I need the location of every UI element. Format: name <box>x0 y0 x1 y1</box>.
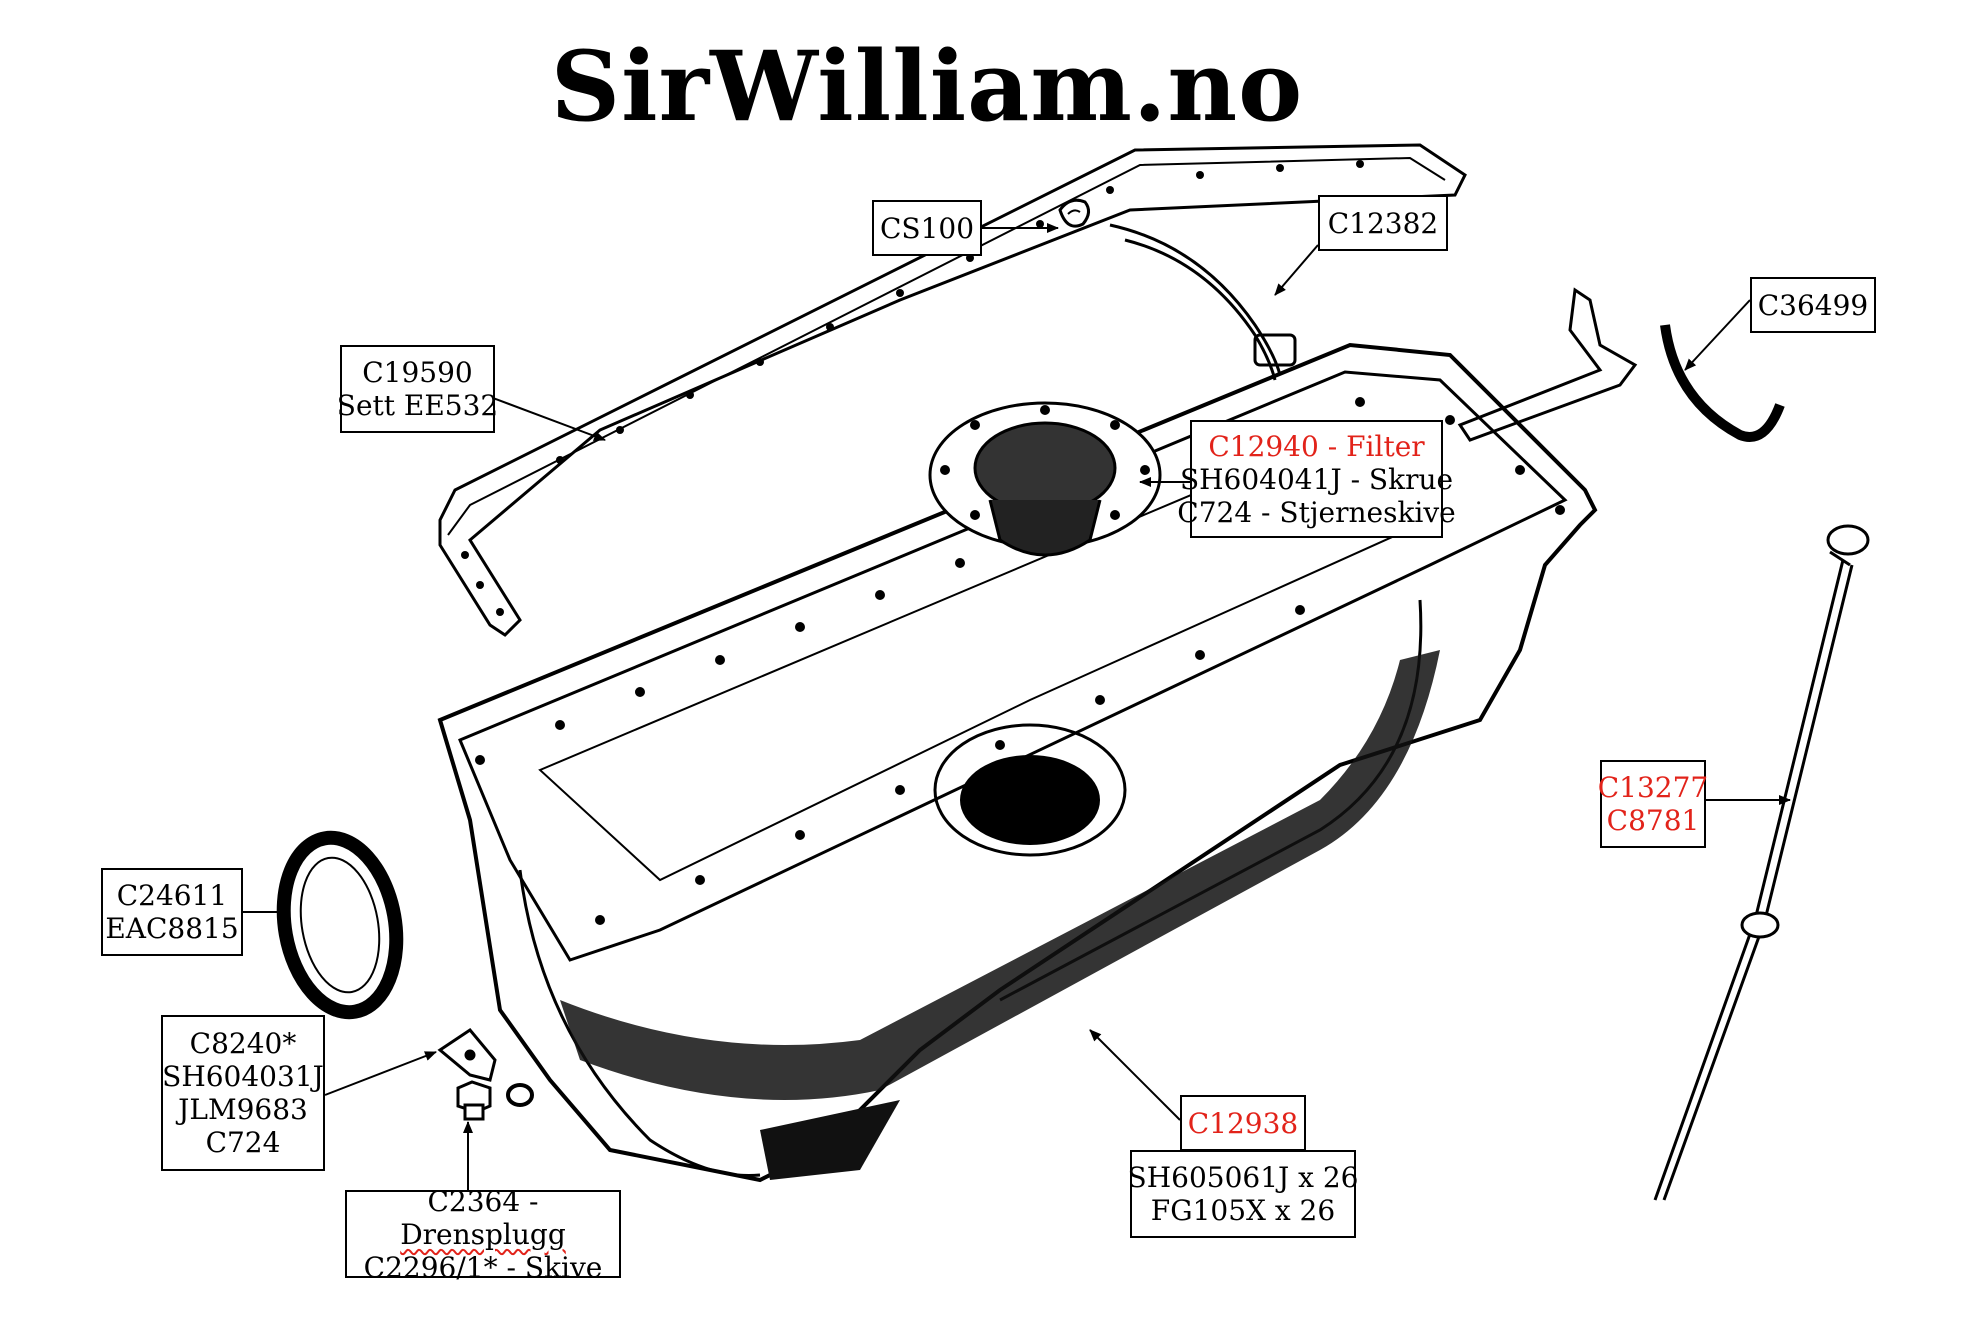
label-seal-line1: C24611 <box>116 879 228 912</box>
drain-plug <box>456 1080 492 1121</box>
label-filter-line1: C12940 - Filter <box>1208 429 1425 463</box>
label-filter-line2: SH604041J - Skrue <box>1179 462 1454 496</box>
label-c19590-line2: Sett EE532 <box>336 389 499 422</box>
label-filter-line3: C724 - Stjerneskive <box>1177 495 1456 529</box>
label-bolts-line1: SH605061J x 26 <box>1127 1161 1359 1194</box>
label-bracket-line2: SH604031J <box>162 1060 324 1093</box>
label-drain-word: Drensplugg <box>400 1217 566 1251</box>
front-seal <box>276 830 404 1020</box>
label-drain-line2: C2296/1* - Skive <box>363 1250 603 1284</box>
label-dipstick-line1: C13277 <box>1597 771 1709 804</box>
label-drain-part: C2364 - <box>427 1184 539 1218</box>
label-bracket: C8240* SH604031J JLM9683 C724 <box>161 1015 325 1171</box>
label-c19590: C19590 Sett EE532 <box>336 345 499 433</box>
label-bolts: SH605061J x 26 FG105X x 26 <box>1127 1150 1359 1238</box>
site-title: SirWilliam.no <box>550 30 1304 143</box>
label-filter: C12940 - Filter SH604041J - Skrue C724 -… <box>1177 420 1456 538</box>
oil-strainer <box>928 401 1162 557</box>
sump-body <box>437 342 1598 1183</box>
label-bolts-line2: FG105X x 26 <box>1150 1194 1336 1227</box>
label-cs100-text: CS100 <box>879 211 975 245</box>
label-c36499: C36499 <box>1750 277 1876 333</box>
label-seal: C24611 EAC8815 <box>101 868 243 956</box>
label-bracket-line3: JLM9683 <box>178 1093 308 1126</box>
label-c12382: C12382 <box>1318 195 1448 251</box>
label-sump-text: C12938 <box>1187 1106 1299 1140</box>
sump-gasket <box>438 143 1638 637</box>
label-c19590-line1: C19590 <box>362 356 473 389</box>
leader-lines <box>243 223 1791 1190</box>
breather-pipe <box>1109 223 1297 381</box>
drain-washer <box>506 1083 534 1107</box>
label-c12382-text: C12382 <box>1327 206 1439 240</box>
label-seal-line2: EAC8815 <box>105 912 239 945</box>
label-dipstick: C13277 C8781 <box>1597 760 1709 848</box>
label-drain: C2364 - Drensplugg C2296/1* - Skive <box>345 1185 621 1284</box>
bracket <box>437 1028 497 1082</box>
label-cs100: CS100 <box>872 200 982 256</box>
dipstick <box>1653 524 1870 1201</box>
label-drain-line1: C2364 - Drensplugg <box>400 1185 566 1251</box>
breather-clip <box>1058 198 1090 228</box>
label-c36499-text: C36499 <box>1757 288 1869 322</box>
label-bracket-line1: C8240* <box>189 1027 297 1060</box>
rear-seal-half <box>1660 324 1785 442</box>
label-dipstick-line2: C8781 <box>1606 804 1700 837</box>
label-sump: C12938 <box>1180 1095 1306 1151</box>
label-bracket-line4: C724 <box>205 1126 281 1159</box>
